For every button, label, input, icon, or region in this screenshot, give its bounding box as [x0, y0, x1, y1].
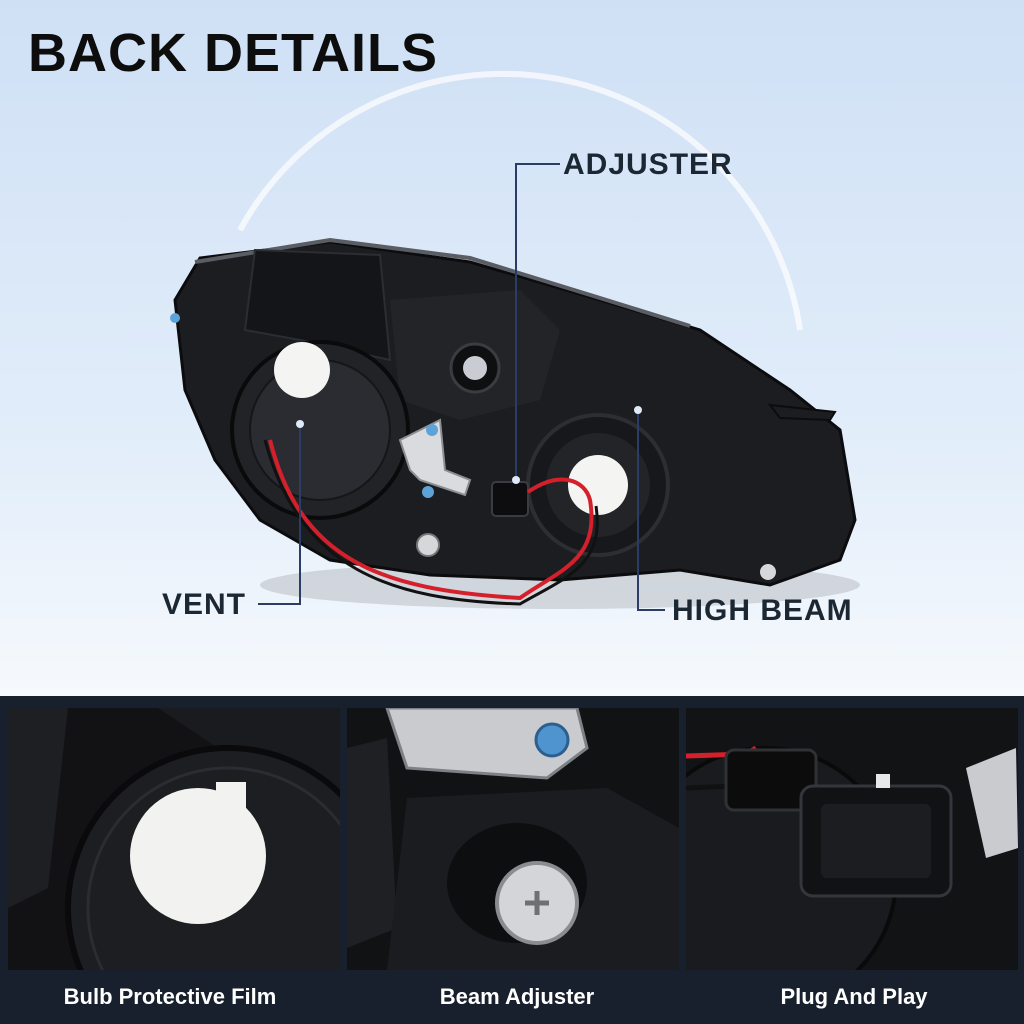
screw-blue-2	[422, 486, 434, 498]
vent-label: VENT	[162, 588, 247, 621]
adjuster-screw	[416, 533, 440, 557]
adjuster-bracket	[398, 418, 472, 497]
high-beam-callout-dot	[634, 406, 642, 414]
screw-silver	[760, 564, 776, 580]
housing-rim	[194, 237, 691, 328]
caption-beam-adjuster: Beam Adjuster	[439, 984, 595, 1009]
screw-blue-3	[170, 313, 180, 323]
glow-arc	[237, 70, 803, 331]
vent-film	[274, 342, 330, 398]
adjuster-label: ADJUSTER	[563, 148, 733, 181]
caption-plug-and-play: Plug And Play	[780, 984, 928, 1009]
page-title: BACK DETAILS	[28, 23, 438, 83]
caption-bulb-film: Bulb Protective Film	[63, 984, 277, 1009]
connector-plug	[491, 481, 529, 517]
parking-bulb	[463, 356, 487, 380]
headlight-back-illustration	[170, 70, 860, 611]
vent-callout-dot	[296, 420, 304, 428]
detail-panel-bulb-film	[8, 708, 340, 970]
detail-panel-beam-adjuster	[347, 708, 679, 970]
mounting-tab	[767, 403, 837, 422]
vent-callout-line	[258, 424, 301, 605]
screw-blue-1	[426, 424, 438, 436]
high-beam-film	[568, 455, 628, 515]
bulb-cover-icon	[8, 708, 340, 970]
wire-red	[268, 439, 594, 601]
high-beam-label: HIGH BEAM	[672, 594, 853, 627]
adjuster-callout-dot	[512, 476, 520, 484]
wire-black	[263, 439, 599, 606]
adjuster-screw-icon	[347, 708, 679, 970]
adjuster-callout-line	[515, 163, 560, 480]
high-beam-callout-line	[637, 410, 665, 611]
connector-plug-icon	[686, 708, 1018, 970]
detail-panel-plug-and-play	[686, 708, 1018, 970]
